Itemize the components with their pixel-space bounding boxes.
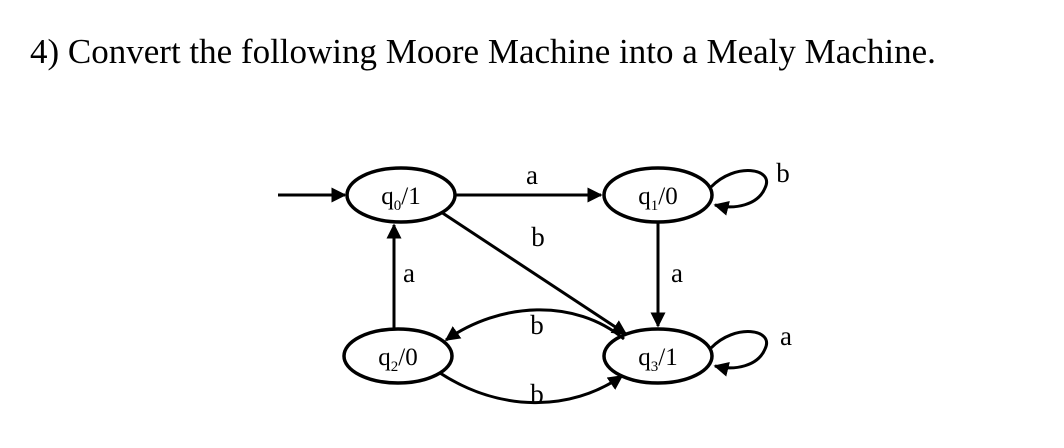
edge-q2-q3-label: b [530, 379, 544, 409]
state-q1: q1/0 [602, 166, 714, 224]
edge-q0-q3-label: b [531, 222, 545, 252]
state-q2: q2/0 [342, 327, 454, 385]
state-q1-output: 0 [665, 183, 678, 210]
state-q2-sub: 2 [391, 359, 399, 375]
edge-q0-q1-label: a [526, 160, 538, 190]
edge-q1-self-label: b [776, 158, 790, 188]
question-text: 4) Convert the following Moore Machine i… [30, 32, 936, 71]
state-q0-output: 1 [408, 183, 421, 210]
edge-q2-q3 [439, 371, 624, 405]
edge-q3-self-label: a [780, 321, 792, 351]
state-q0-sub: 0 [394, 198, 402, 214]
state-q2-name: q [378, 344, 391, 371]
svg-text:q3/1: q3/1 [638, 344, 677, 375]
state-q0: q0/1 [345, 166, 457, 224]
edge-q3-q2-label: b [530, 310, 544, 340]
state-q2-output: 0 [405, 344, 418, 371]
state-q3-output: 1 [665, 344, 678, 371]
state-q1-name: q [638, 183, 651, 210]
state-q0-name: q [381, 183, 394, 210]
state-q3-sub: 3 [651, 359, 659, 375]
svg-text:q1/0: q1/0 [638, 183, 677, 214]
state-q3: q3/1 [602, 327, 714, 385]
state-q1-sub: 1 [651, 198, 659, 214]
svg-text:q2/0: q2/0 [378, 344, 417, 375]
edge-q2-q0-label: a [403, 258, 415, 288]
edge-q3-q2 [444, 308, 625, 342]
state-q3-name: q [638, 344, 651, 371]
edge-q1-q3-label: a [671, 258, 683, 288]
svg-text:q0/1: q0/1 [381, 183, 420, 214]
edge-q1-self [709, 169, 769, 216]
edge-q3-self [709, 330, 769, 377]
edge-q0-q3 [440, 210, 628, 336]
